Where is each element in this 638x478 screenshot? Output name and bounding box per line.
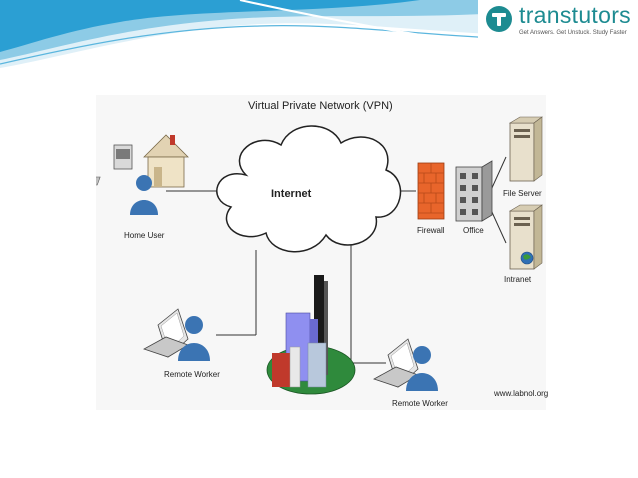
remote-worker-left-icon	[143, 308, 210, 361]
office-building-icon	[455, 160, 493, 222]
source-credit: www.labnol.org	[494, 389, 549, 398]
vpn-diagram: Virtual Private Network (VPN) Internet H…	[96, 95, 549, 410]
link-office-intranet	[490, 209, 507, 244]
brand-logo[interactable]: transtutors Get Answers. Get Unstuck. St…	[478, 0, 638, 46]
remote-worker-left-label: Remote Worker	[164, 370, 220, 379]
remote-worker-right-icon	[373, 338, 438, 391]
internet-label: Internet	[271, 188, 312, 200]
firewall-label: Firewall	[417, 226, 445, 235]
diagram-canvas	[96, 116, 543, 395]
home-user-label: Home User	[124, 231, 165, 240]
transtutors-logo-icon	[486, 6, 512, 32]
brand-tagline: Get Answers. Get Unstuck. Study Faster	[519, 30, 627, 36]
brand-name: transtutors	[519, 2, 631, 28]
link-office-fileserver	[490, 156, 507, 191]
firewall-icon	[417, 162, 445, 220]
home-user-icon	[96, 134, 189, 215]
intranet-server-icon	[508, 204, 543, 270]
file-server-icon	[508, 116, 543, 182]
file-server-label: File Server	[503, 189, 542, 198]
internet-cloud-icon	[216, 125, 402, 253]
office-label: Office	[463, 226, 484, 235]
remote-worker-right-label: Remote Worker	[392, 399, 448, 408]
intranet-label: Intranet	[504, 275, 532, 284]
city-buildings-icon	[266, 275, 356, 395]
diagram-title: Virtual Private Network (VPN)	[248, 100, 393, 112]
